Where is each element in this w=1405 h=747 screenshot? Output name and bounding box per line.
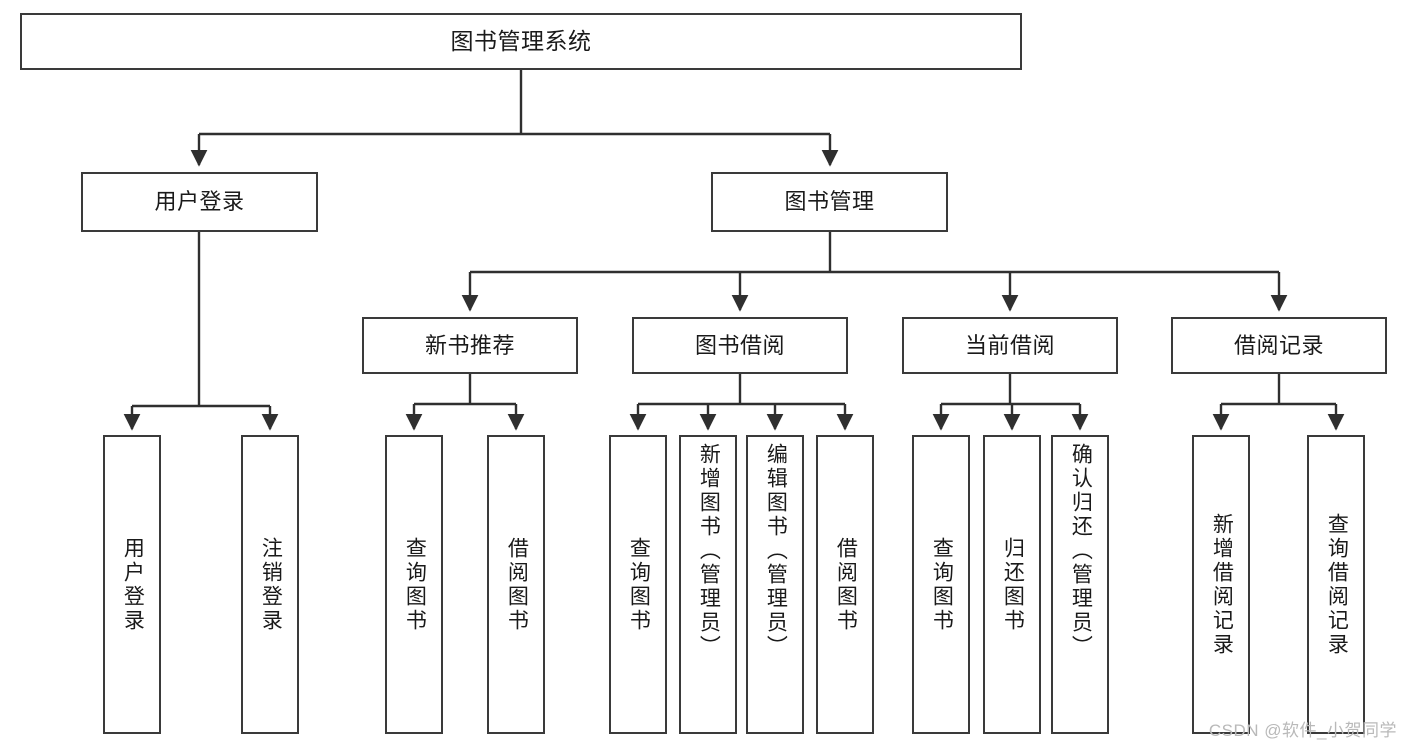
node-book-management-label: 图书管理 <box>784 189 875 215</box>
node-leaf-edit-book[interactable]: 编辑图书（管理员） <box>746 435 804 734</box>
node-leaf-return-book-label: 归还图书 <box>1001 536 1025 633</box>
node-leaf-query-book-recommend-label: 查询图书 <box>403 536 427 633</box>
node-leaf-query-book-current[interactable]: 查询图书 <box>912 435 970 734</box>
node-book-borrow-label: 图书借阅 <box>694 332 785 358</box>
node-book-borrow[interactable]: 图书借阅 <box>632 317 848 374</box>
node-leaf-query-book-borrow[interactable]: 查询图书 <box>609 435 667 734</box>
node-leaf-user-login-label: 用户登录 <box>121 536 145 633</box>
node-leaf-query-book-current-label: 查询图书 <box>930 536 954 633</box>
node-user-login[interactable]: 用户登录 <box>81 172 318 232</box>
node-root[interactable]: 图书管理系统 <box>20 13 1022 70</box>
node-borrow-record-label: 借阅记录 <box>1233 332 1324 358</box>
node-leaf-add-book[interactable]: 新增图书（管理员） <box>679 435 737 734</box>
node-leaf-add-borrow-record[interactable]: 新增借阅记录 <box>1192 435 1250 734</box>
node-current-borrow[interactable]: 当前借阅 <box>902 317 1118 374</box>
node-root-label: 图书管理系统 <box>450 27 592 54</box>
node-leaf-query-borrow-record[interactable]: 查询借阅记录 <box>1307 435 1365 734</box>
node-current-borrow-label: 当前借阅 <box>964 332 1055 358</box>
node-leaf-add-borrow-record-label: 新增借阅记录 <box>1210 512 1234 657</box>
node-leaf-add-book-label: 新增图书（管理员） <box>697 443 721 659</box>
node-borrow-record[interactable]: 借阅记录 <box>1171 317 1387 374</box>
node-new-book-recommend[interactable]: 新书推荐 <box>362 317 578 374</box>
node-leaf-return-book[interactable]: 归还图书 <box>983 435 1041 734</box>
node-leaf-logout[interactable]: 注销登录 <box>241 435 299 734</box>
node-leaf-query-book-borrow-label: 查询图书 <box>627 536 651 633</box>
node-leaf-borrow-book-recommend-label: 借阅图书 <box>505 536 529 633</box>
node-book-management[interactable]: 图书管理 <box>711 172 948 232</box>
node-leaf-borrow-book-label: 借阅图书 <box>834 536 858 633</box>
node-leaf-confirm-return[interactable]: 确认归还（管理员） <box>1051 435 1109 734</box>
node-user-login-label: 用户登录 <box>154 189 245 215</box>
node-leaf-borrow-book-recommend[interactable]: 借阅图书 <box>487 435 545 734</box>
node-leaf-borrow-book[interactable]: 借阅图书 <box>816 435 874 734</box>
node-new-book-recommend-label: 新书推荐 <box>424 332 515 358</box>
node-leaf-query-book-recommend[interactable]: 查询图书 <box>385 435 443 734</box>
node-leaf-logout-label: 注销登录 <box>259 536 283 633</box>
node-leaf-query-borrow-record-label: 查询借阅记录 <box>1325 512 1349 657</box>
node-leaf-edit-book-label: 编辑图书（管理员） <box>764 443 788 659</box>
node-leaf-confirm-return-label: 确认归还（管理员） <box>1069 443 1093 659</box>
node-leaf-user-login[interactable]: 用户登录 <box>103 435 161 734</box>
